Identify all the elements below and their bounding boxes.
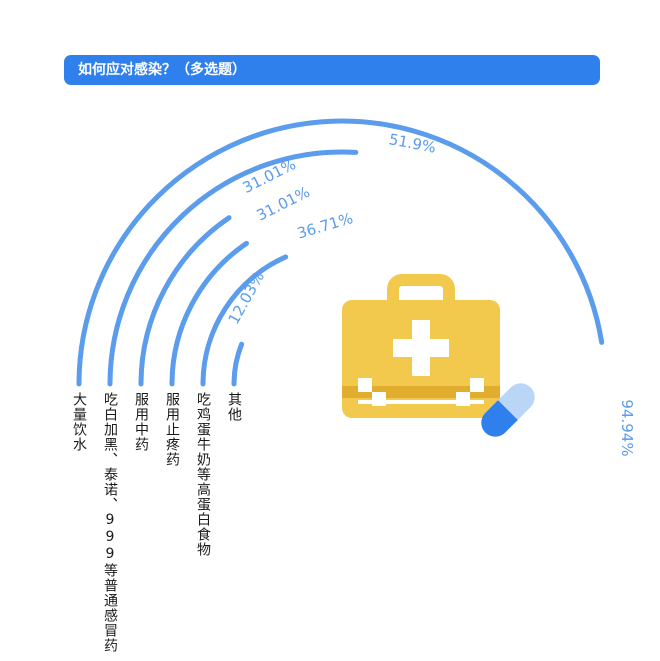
category-label-3: 服用止疼药 [164, 392, 180, 467]
arc-bar-3 [169, 240, 249, 387]
value-label-0: 94.94% [618, 399, 636, 456]
arcs-layer [76, 118, 605, 387]
arc-bar-4 [200, 254, 289, 387]
arc-bar-2 [138, 215, 232, 387]
category-label-4: 吃鸡蛋牛奶等高蛋白食物 [195, 392, 211, 557]
first-aid-kit-icon [342, 274, 500, 418]
category-label-5: 其他 [226, 392, 242, 422]
arc-bar-5 [231, 341, 245, 387]
category-label-0: 大量饮水 [71, 392, 87, 452]
title-bar: 如何应对感染？（多选题） [64, 55, 600, 85]
capsule-pill-icon [481, 383, 535, 437]
arc-bar-1 [107, 149, 359, 387]
category-label-1: 吃白加黑、泰诺、999等普通感冒药 [102, 392, 118, 653]
arc-bar-0 [76, 118, 605, 387]
category-label-2: 服用中药 [133, 392, 149, 452]
chart-title: 如何应对感染？（多选题） [78, 62, 246, 78]
